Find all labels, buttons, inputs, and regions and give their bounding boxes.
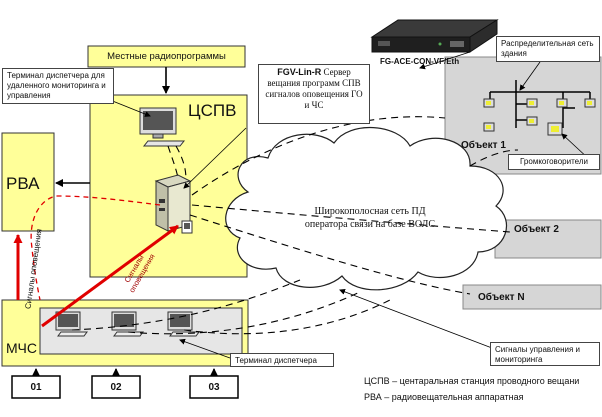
legend-rva: РВА – радиовещательная аппаратная: [364, 392, 524, 402]
building-network-label: Распределительная сеть здания: [496, 36, 600, 62]
signals-control-label: Сигналы управления и мониторинга: [490, 342, 600, 366]
fg-ace-device: [370, 19, 499, 53]
rva-box: [1, 132, 55, 232]
dash-workstation-to-server: [167, 145, 179, 179]
dash-workstation-to-server-2: [175, 145, 187, 181]
device-model-label: FG-ACE-CON-VF/Eth: [380, 57, 460, 66]
mchs-label: МЧС: [6, 340, 37, 356]
objectN-panel: [462, 284, 602, 310]
callout-device-model: [419, 51, 471, 70]
fgv-server-name: FGV-Lin-R: [277, 67, 322, 77]
object1-label: Объект 1: [461, 140, 506, 151]
callout-building-network: [519, 61, 541, 91]
speakers-label: Громкоговорители: [508, 154, 600, 170]
speaker-icons: [483, 98, 596, 136]
legend-cspv: ЦСПВ – центаральная станция проводного в…: [364, 376, 580, 386]
dash-server-to-objectN: [189, 214, 471, 295]
object2-panel: [494, 219, 602, 259]
objectN-label: Объект N: [478, 292, 525, 303]
cspv-label: ЦСПВ: [188, 101, 237, 120]
cloud-text: Широкополосная сеть ПД оператора связи н…: [304, 206, 436, 230]
local-programs-label: Местные радиопрограммы: [107, 51, 226, 62]
dash-server-to-object2: [191, 204, 511, 233]
network-cloud: [225, 126, 507, 291]
callout-server-label: [183, 127, 247, 189]
red-arrow-mchs-to-server: [41, 224, 179, 328]
mchs-terminal-icon-1: [55, 311, 88, 337]
red-dashed-alert-path: [30, 195, 161, 301]
terminal-dispatcher-label: Терминал диспетчера: [230, 353, 334, 367]
dash-mchs-to-cloud-1: [71, 279, 301, 331]
server-tower-icon: [154, 174, 193, 234]
object2-label: Объект 2: [514, 224, 559, 235]
terminal-remote-label: Терминал диспетчера для удаленного монит…: [2, 68, 114, 104]
fgv-server-label: FGV-Lin-R Сервер вещания программ СПВ си…: [258, 64, 370, 124]
channel-label-03: 03: [208, 382, 220, 393]
mchs-terminal-icon-2: [111, 311, 144, 337]
callout-terminal-dispatcher: [179, 338, 231, 359]
channel-label-01: 01: [30, 382, 42, 393]
callout-terminal-remote: [109, 99, 151, 117]
dash-cloud-to-object1-lower: [469, 149, 519, 167]
dash-mchs-to-cloud-3: [183, 299, 391, 335]
dash-server-to-object1: [191, 116, 446, 196]
rva-label: РВА: [6, 174, 40, 193]
channel-label-02: 02: [110, 382, 122, 393]
callout-signals-control: [339, 288, 493, 349]
fgv-server-desc: Сервер вещания программ СПВ сигналов опо…: [265, 67, 363, 110]
